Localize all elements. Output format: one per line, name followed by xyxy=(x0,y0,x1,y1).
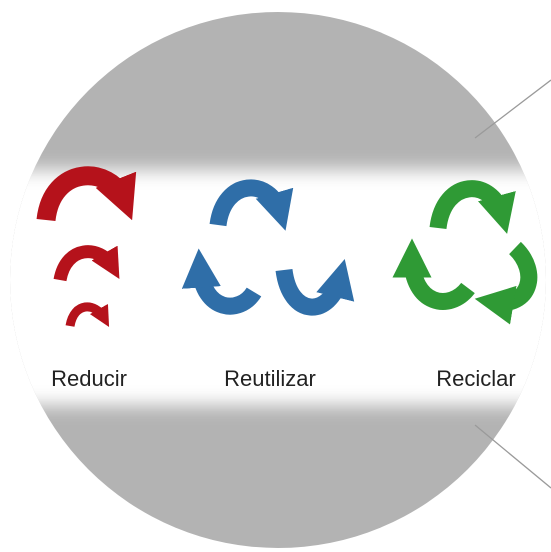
reduce-arrows-icon xyxy=(36,166,137,328)
recycle-arrows-icon xyxy=(392,180,538,325)
callout-line-top xyxy=(474,79,551,139)
callout-line-bottom xyxy=(474,424,551,489)
label-reducir: Reducir xyxy=(51,366,127,391)
label-reciclar: Reciclar xyxy=(436,366,516,391)
reuse-arrows-icon xyxy=(181,179,355,316)
label-reutilizar: Reutilizar xyxy=(224,366,316,391)
